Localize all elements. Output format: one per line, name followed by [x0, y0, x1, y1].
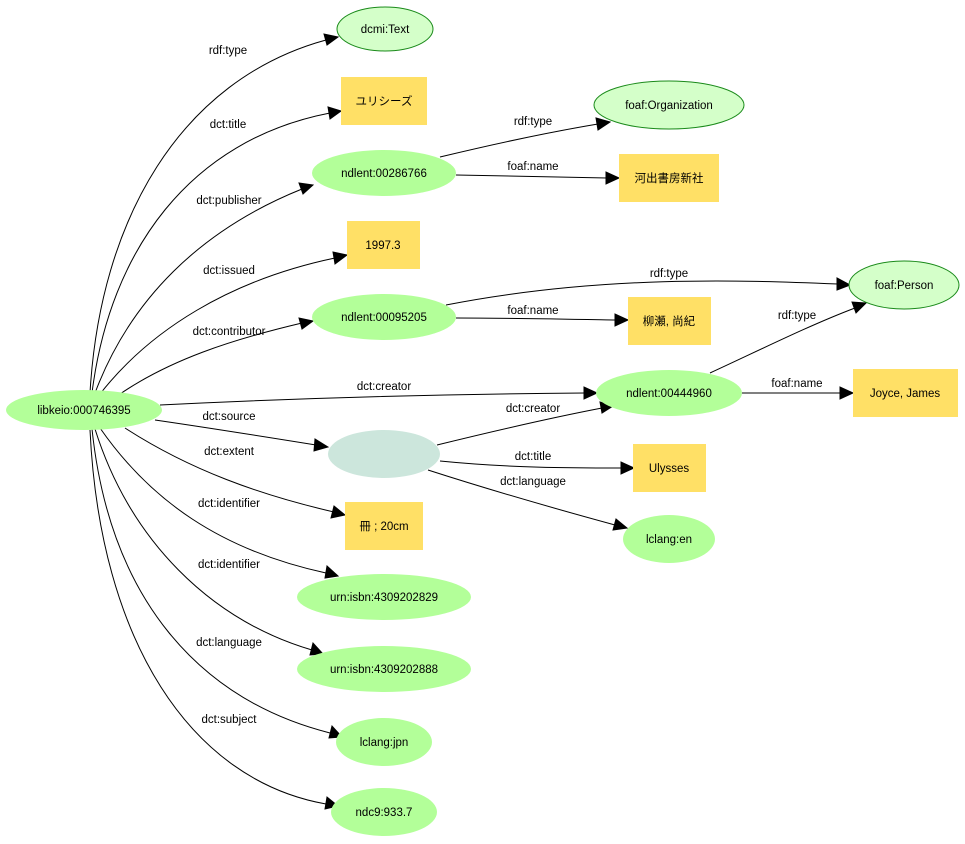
node-publisher-name: 河出書房新社	[619, 154, 719, 202]
edge-dct-title-root: dct:title	[91, 106, 343, 394]
node-contributor-name: 柳瀬, 尚紀	[628, 297, 711, 345]
edge-dct-publisher: dct:publisher	[94, 182, 315, 394]
edge-dct-extent: dct:extent	[124, 427, 347, 519]
edge-label: dct:identifier	[198, 498, 260, 510]
node-lang-en: lclang:en	[623, 515, 715, 563]
edge-dct-subject: dct:subject	[89, 429, 340, 810]
edge-label: rdf:type	[514, 116, 552, 128]
edge-creator-foaf-name: foaf:name	[742, 378, 855, 400]
node-label: 1997.3	[365, 240, 400, 252]
node-label: ndlent:00095205	[341, 312, 427, 324]
edge-publisher-foaf-name: foaf:name	[455, 161, 621, 185]
edge-label: dct:publisher	[196, 195, 261, 207]
node-root: libkeio:000746395	[6, 390, 162, 430]
edge-label: dct:creator	[357, 381, 411, 393]
edge-contributor-rdf-type: rdf:type	[445, 268, 852, 306]
node-label: ユリシーズ	[356, 94, 413, 108]
edge-dct-identifier-1: dct:identifier	[99, 427, 340, 579]
node-label: Ulysses	[649, 463, 690, 475]
edge-label: dct:contributor	[193, 326, 266, 338]
edge-label: dct:identifier	[198, 559, 260, 571]
edge-label: foaf:name	[507, 161, 558, 173]
node-label: foaf:Organization	[625, 100, 713, 112]
node-label: 柳瀬, 尚紀	[643, 314, 696, 328]
node-label: lclang:en	[646, 534, 692, 546]
edge-label: dct:language	[500, 476, 566, 488]
node-label: 河出書房新社	[635, 171, 704, 185]
node-label: lclang:jpn	[360, 737, 409, 749]
edge-label: dct:issued	[203, 265, 255, 277]
edge-publisher-rdf-type: rdf:type	[439, 116, 612, 158]
edge-dct-identifier-2: dct:identifier	[94, 428, 325, 656]
node-foaf-organization: foaf:Organization	[593, 80, 745, 130]
edge-blank-dct-language: dct:language	[427, 469, 629, 531]
edge-label: dct:subject	[202, 714, 258, 726]
node-label: libkeio:000746395	[37, 405, 130, 417]
node-label: Joyce, James	[870, 388, 941, 400]
edge-label: rdf:type	[209, 45, 247, 57]
edge-label: dct:creator	[506, 403, 560, 415]
edge-blank-dct-creator: dct:creator	[436, 401, 615, 446]
edge-rdf-type-root: rdf:type	[89, 33, 340, 394]
edge-dct-creator: dct:creator	[159, 381, 599, 406]
edge-label: dct:title	[515, 451, 551, 463]
node-label: urn:isbn:4309202888	[330, 664, 438, 676]
edge-blank-dct-title: dct:title	[439, 451, 636, 475]
edge-label: dct:source	[202, 411, 255, 423]
edge-label: foaf:name	[507, 305, 558, 317]
node-dcmi-text: dcmi:Text	[336, 6, 434, 52]
node-creator: ndlent:00444960	[596, 370, 742, 416]
node-publisher: ndlent:00286766	[312, 150, 456, 196]
node-subject: ndc9:933.7	[331, 788, 437, 836]
node-label: ndlent:00286766	[341, 168, 427, 180]
node-label: foaf:Person	[875, 280, 934, 292]
node-isbn-2: urn:isbn:4309202888	[297, 646, 471, 692]
edge-dct-language: dct:language	[91, 428, 344, 739]
edge-label: dct:language	[196, 637, 262, 649]
edge-label: rdf:type	[778, 310, 816, 322]
node-foaf-person: foaf:Person	[848, 260, 960, 310]
node-title-en: Ulysses	[633, 444, 706, 492]
edge-label: dct:extent	[204, 446, 255, 458]
node-label: 冊 ; 20cm	[359, 521, 408, 533]
edge-dct-contributor: dct:contributor	[119, 317, 315, 395]
node-blank	[328, 430, 440, 478]
edge-label: rdf:type	[650, 268, 688, 280]
edge-label: foaf:name	[771, 378, 822, 390]
node-label: urn:isbn:4309202829	[330, 592, 438, 604]
edge-creator-rdf-type: rdf:type	[709, 301, 868, 374]
edge-dct-issued: dct:issued	[99, 251, 349, 395]
node-title-ja: ユリシーズ	[341, 77, 427, 125]
node-issued: 1997.3	[347, 221, 420, 269]
node-label: ndc9:933.7	[356, 807, 413, 819]
node-extent: 冊 ; 20cm	[345, 502, 423, 550]
node-lang-jpn: lclang:jpn	[336, 718, 432, 766]
node-label: ndlent:00444960	[626, 388, 712, 400]
node-isbn-1: urn:isbn:4309202829	[297, 574, 471, 620]
node-label: dcmi:Text	[361, 24, 410, 36]
node-creator-name: Joyce, James	[853, 369, 958, 417]
edge-contributor-foaf-name: foaf:name	[455, 305, 630, 327]
edge-label: dct:title	[210, 119, 246, 131]
edge-dct-source: dct:source	[154, 411, 330, 452]
node-contributor: ndlent:00095205	[312, 294, 456, 340]
